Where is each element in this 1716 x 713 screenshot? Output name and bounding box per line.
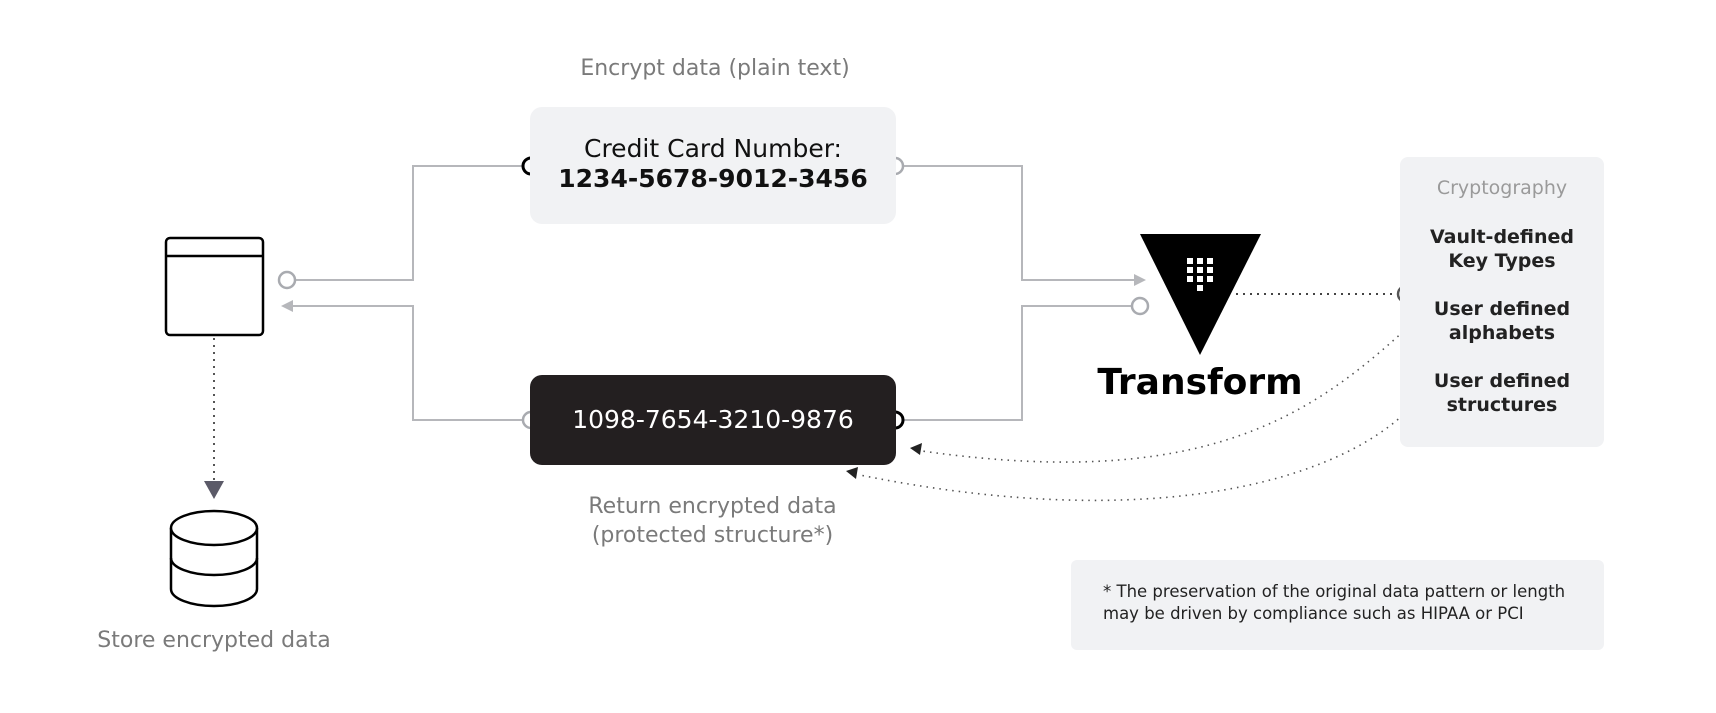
- arrowhead-to-db: [204, 481, 224, 499]
- crypto-item-alphabets-line1: User defined: [1433, 298, 1571, 320]
- dotted-curve-alphabets: [921, 304, 1433, 463]
- plain-card-number: 1234-5678-9012-3456: [558, 164, 868, 193]
- encrypted-card-number: 1098-7654-3210-9876: [572, 405, 854, 434]
- crypto-item-structures-line2: structures: [1446, 394, 1558, 416]
- compliance-footnote: * The preservation of the original data …: [1071, 560, 1604, 650]
- connector-app-to-plain: [289, 165, 533, 281]
- transform-label: Transform: [1097, 362, 1303, 403]
- connector-transform-to-encrypted: [898, 305, 1136, 421]
- cryptography-panel: Cryptography Vault-defined Key Types Use…: [1400, 157, 1604, 447]
- crypto-item-key-types: Vault-defined Key Types: [1400, 225, 1604, 273]
- port-app-out: [277, 270, 297, 290]
- arrowhead-curve-structures: [846, 467, 858, 479]
- crypto-item-alphabets-line2: alphabets: [1448, 322, 1556, 344]
- application-window-icon: [164, 236, 265, 337]
- encrypted-data-card: 1098-7654-3210-9876: [530, 375, 896, 465]
- crypto-item-structures: User defined structures: [1400, 369, 1604, 417]
- return-caption-line1: Return encrypted data: [588, 494, 837, 519]
- arrowhead-curve-alphabets: [910, 443, 922, 455]
- arrowhead-to-transform: [1134, 274, 1146, 286]
- port-transform-out: [1130, 296, 1150, 316]
- return-caption-line2: (protected structure*): [591, 523, 834, 548]
- crypto-item-structures-line1: User defined: [1433, 370, 1571, 392]
- connector-encrypted-to-app: [293, 305, 531, 421]
- crypto-item-key-types-line1: Vault-defined: [1429, 226, 1575, 248]
- arrowhead-to-app: [281, 300, 293, 312]
- cryptography-title: Cryptography: [1436, 177, 1568, 199]
- vault-transform-icon: [1140, 234, 1261, 355]
- database-icon: [169, 509, 259, 608]
- footnote-line1: * The preservation of the original data …: [1103, 582, 1566, 601]
- footnote-line2: may be driven by compliance such as HIPA…: [1103, 604, 1524, 623]
- crypto-item-alphabets: User defined alphabets: [1400, 297, 1604, 345]
- connector-plain-to-transform: [894, 165, 1134, 281]
- crypto-item-key-types-line2: Key Types: [1448, 250, 1556, 272]
- store-caption: Store encrypted data: [97, 628, 331, 653]
- plain-data-card: Credit Card Number: 1234-5678-9012-3456: [530, 107, 896, 224]
- encrypt-caption: Encrypt data (plain text): [580, 56, 850, 81]
- plain-card-label: Credit Card Number:: [584, 134, 842, 163]
- return-caption: Return encrypted data (protected structu…: [565, 492, 860, 550]
